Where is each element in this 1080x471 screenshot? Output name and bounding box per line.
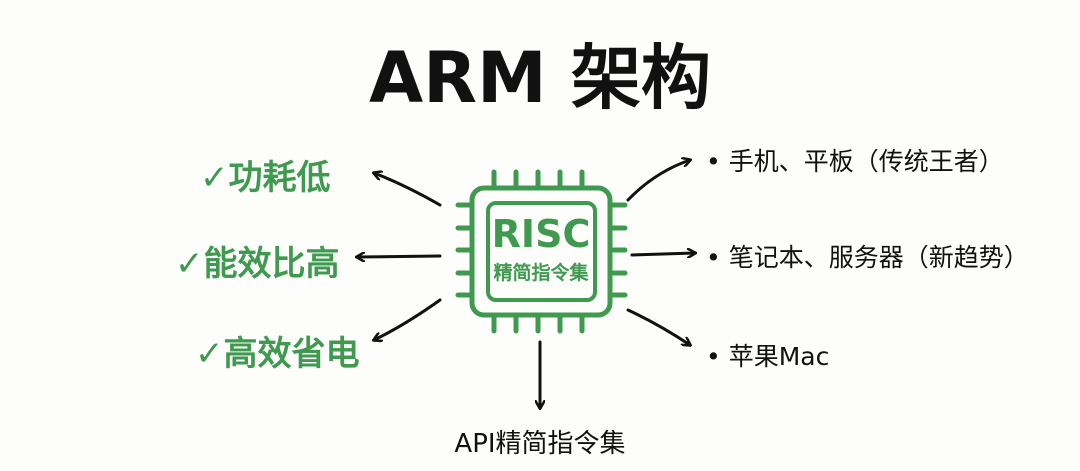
arrow-to-low-power (374, 173, 442, 207)
advantage-efficiency: ✓能效比高 (175, 244, 340, 284)
check-icon: ✓ (200, 158, 229, 198)
chip-sublabel: 精简指令集 (493, 262, 589, 284)
advantage-power-saving: ✓高效省电 (195, 334, 360, 374)
bullet-icon: • (706, 147, 721, 176)
bullet-icon: • (706, 342, 721, 371)
use-laptops-servers: • 笔记本、服务器（新趋势） (706, 243, 1029, 272)
arrow-to-power-saving (374, 298, 442, 340)
api-label: API精简指令集 (454, 429, 626, 459)
use-phones-tablets: • 手机、平板（传统王者） (706, 147, 1004, 176)
arrow-to-laptops (630, 253, 695, 255)
page-title: ARM 架构 (368, 37, 712, 119)
bullet-icon: • (706, 243, 721, 272)
arrow-to-phones (626, 160, 690, 202)
check-icon: ✓ (175, 244, 204, 284)
check-icon: ✓ (195, 334, 224, 374)
chip-label: RISC (491, 212, 591, 256)
arrow-to-efficiency (357, 256, 442, 257)
use-apple-mac: • 苹果Mac (706, 342, 830, 371)
advantage-low-power: ✓功耗低 (200, 158, 331, 198)
chip-icon (455, 169, 628, 334)
arrow-to-mac (626, 308, 690, 345)
